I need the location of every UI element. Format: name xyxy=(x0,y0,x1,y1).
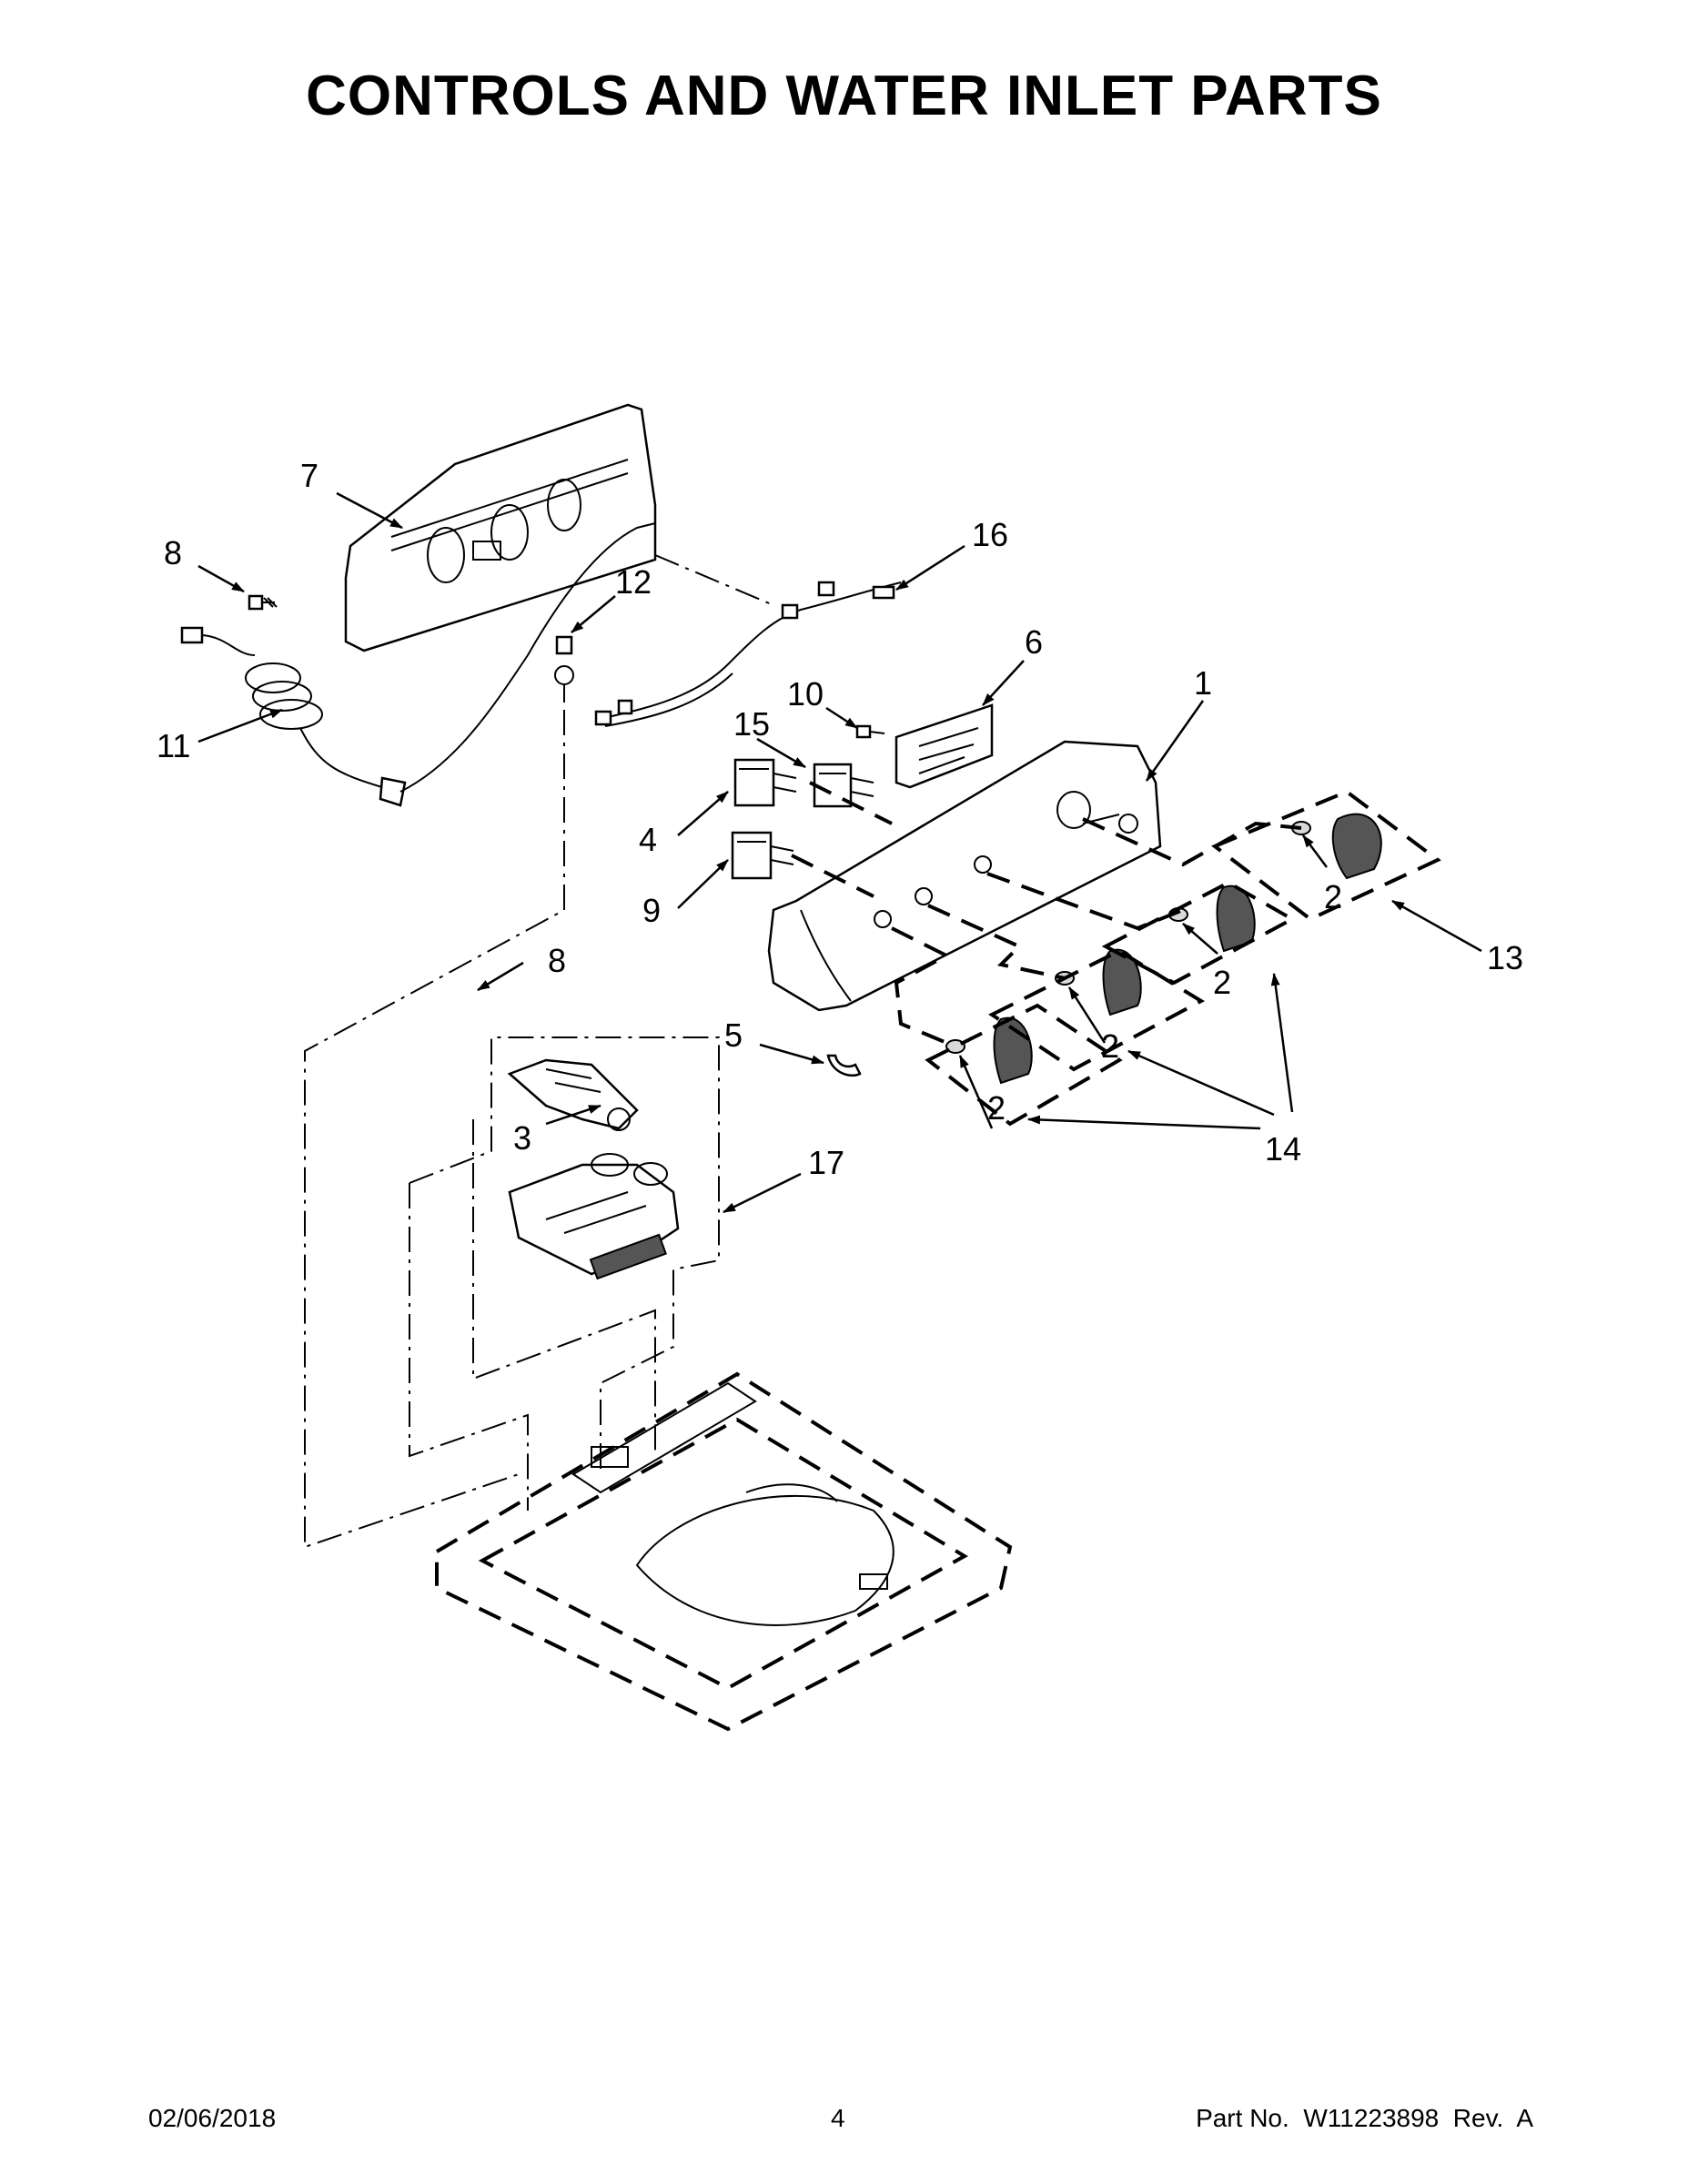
callout-2-c: 2 xyxy=(1101,1027,1119,1065)
rear-console-panel xyxy=(344,403,657,652)
knob-4 xyxy=(1291,813,1382,880)
cabinet-top xyxy=(435,1371,1013,1732)
callout-13: 13 xyxy=(1487,939,1523,976)
callout-2-d: 2 xyxy=(987,1089,1006,1127)
footer-page-number: 4 xyxy=(831,2104,845,2132)
screw-top xyxy=(248,594,278,611)
knob-1 xyxy=(945,1016,1033,1085)
callout-8-b: 8 xyxy=(548,942,566,979)
callout-11: 11 xyxy=(157,727,190,764)
callout-17: 17 xyxy=(808,1144,844,1181)
clip xyxy=(826,1054,862,1077)
callout-5: 5 xyxy=(724,1016,743,1054)
switch-4 xyxy=(733,758,797,807)
callout-10: 10 xyxy=(787,675,824,713)
footer-date: 02/06/2018 xyxy=(148,2104,277,2132)
water-inlet-valve xyxy=(507,1058,680,1280)
callout-2-a: 2 xyxy=(1324,878,1342,915)
callout-7: 7 xyxy=(300,457,318,494)
switch-15 xyxy=(813,763,874,808)
page-title: CONTROLS AND WATER INLET PARTS xyxy=(306,65,1382,127)
ground-wire xyxy=(399,522,656,793)
callout-15: 15 xyxy=(733,705,770,743)
callout-16: 16 xyxy=(972,516,1008,553)
callouts: 7 8 16 12 6 10 1 15 11 4 9 2 13 8 2 2 5 … xyxy=(157,457,1523,1181)
callout-8: 8 xyxy=(164,534,182,571)
control-board xyxy=(895,703,994,789)
screw-10 xyxy=(855,724,885,739)
callout-4: 4 xyxy=(639,821,657,858)
callout-6: 6 xyxy=(1025,623,1043,661)
console xyxy=(767,740,1162,1012)
wire-harness xyxy=(594,581,902,727)
callout-2-b: 2 xyxy=(1213,964,1231,1001)
switch-9 xyxy=(731,831,794,880)
callout-9: 9 xyxy=(642,892,661,929)
power-cord xyxy=(180,626,407,807)
callout-12: 12 xyxy=(615,563,652,601)
knob-2 xyxy=(1055,948,1142,1016)
callout-1: 1 xyxy=(1194,664,1212,702)
footer-part-number: Part No. W11223898 Rev. A xyxy=(1196,2104,1533,2132)
callout-3: 3 xyxy=(513,1119,531,1157)
knob-3 xyxy=(1168,885,1256,953)
leader-lines xyxy=(197,491,1482,1214)
callout-14: 14 xyxy=(1265,1130,1301,1168)
